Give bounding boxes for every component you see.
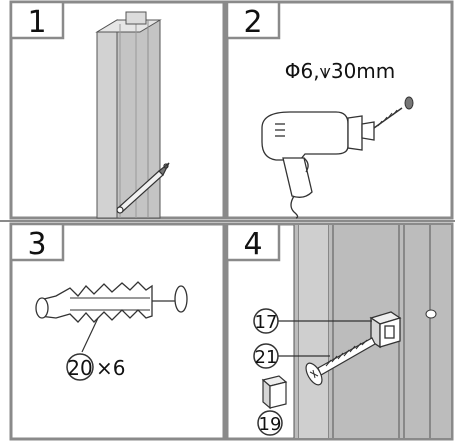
panel-2-frame	[225, 0, 454, 220]
callout-20-quantity: ×6	[96, 356, 125, 380]
panel-4-frame	[225, 222, 454, 441]
drill-spec: Φ6,⩛30mm	[285, 59, 396, 83]
callout-21-label: 21	[255, 347, 278, 368]
callout-20-label: 20	[67, 356, 92, 380]
callout-19-circle	[257, 410, 283, 436]
drill	[261, 107, 403, 219]
number-boxes	[9, 0, 281, 262]
callout-17-circle	[253, 308, 279, 334]
panel-1-illustration	[95, 11, 170, 219]
drill-hole	[404, 96, 414, 110]
panel-2-number: 2	[243, 5, 262, 40]
wall-hole	[174, 285, 188, 313]
bracket	[369, 311, 402, 349]
panel-4-number: 4	[243, 227, 262, 262]
panel-2-number-box	[225, 0, 281, 40]
callout-19-label: 19	[259, 414, 282, 435]
panel-4-illustration	[253, 225, 451, 438]
vertical-profile	[95, 11, 162, 219]
pencil	[116, 162, 170, 214]
screw	[305, 337, 376, 386]
callout-20-circle	[66, 353, 94, 381]
cover-cap	[261, 375, 288, 410]
panel-4-number-box	[225, 222, 281, 262]
callout-20-leader	[81, 317, 99, 353]
panel-3-number-box	[9, 222, 65, 262]
panel-3-frame	[9, 222, 226, 441]
wall-plug	[35, 281, 176, 323]
panel-1-number-box	[9, 0, 65, 40]
wall-hole-4	[425, 309, 437, 319]
callout-21-circle	[253, 343, 279, 369]
panel-3-illustration	[35, 281, 188, 381]
callout-17-label: 17	[255, 312, 278, 333]
panel-2-illustration: Φ6,⩛30mm	[261, 59, 414, 219]
callouts-panel-4	[253, 308, 372, 436]
panel-1-number: 1	[27, 5, 46, 40]
panel-3-number: 3	[27, 227, 46, 262]
